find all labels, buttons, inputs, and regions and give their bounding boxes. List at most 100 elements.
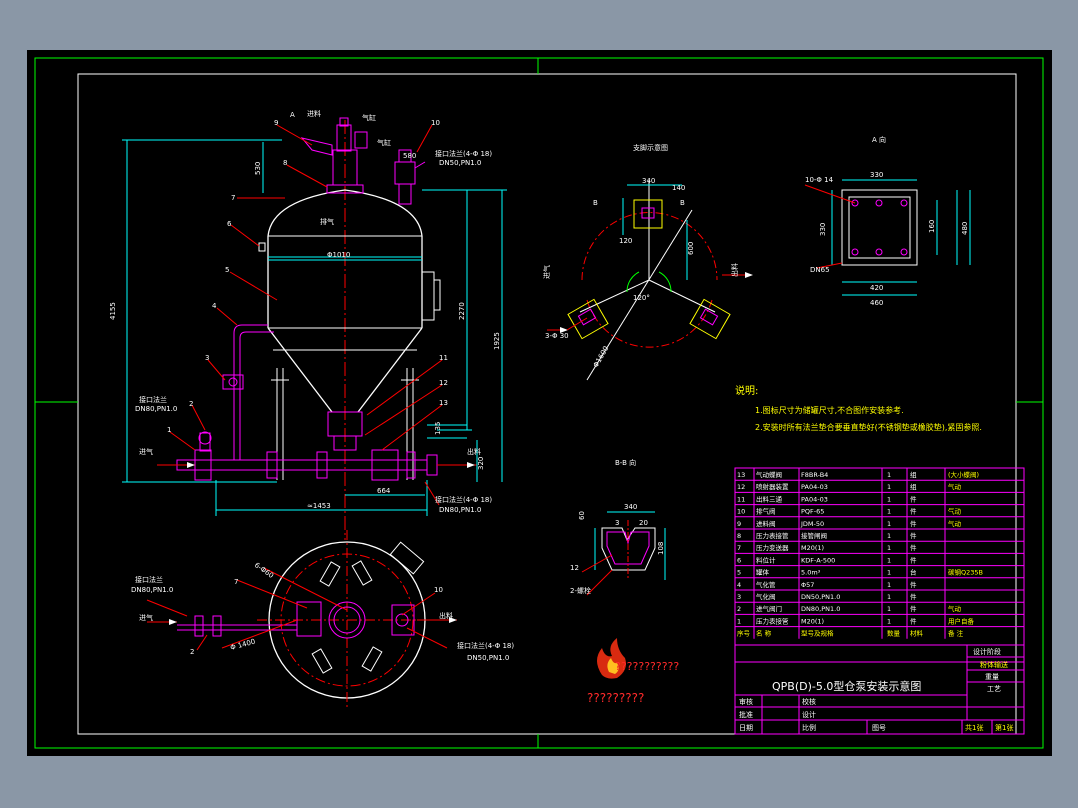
- label-vent: 排气: [320, 217, 334, 226]
- support-dim-340: 340: [642, 177, 655, 185]
- support-holes: 3-Φ 30: [545, 332, 569, 340]
- label-interface-left-spec: DN80,PN1.0: [135, 405, 177, 413]
- label-height-4: 135: [434, 422, 442, 435]
- bom-cell: 气动蝶阀: [756, 470, 782, 479]
- detail-view-a: [804, 179, 971, 296]
- section-view-bb: [581, 511, 666, 596]
- section-d60: 60: [578, 511, 586, 520]
- bom-cell: F8BR-B4: [801, 471, 828, 479]
- bom-cell: 压力表接管: [756, 616, 789, 625]
- bom-cell: 6: [737, 556, 741, 564]
- label-height-2: 1925: [493, 332, 501, 350]
- title-company: 粉体输送: [980, 660, 1008, 669]
- label-height-3: 530: [254, 162, 262, 175]
- bom-cell: 10: [737, 508, 745, 516]
- section-title: B-B 向: [615, 458, 636, 467]
- balloon-12: 12: [439, 379, 448, 387]
- bom-cell: 12: [737, 483, 745, 491]
- balloon-4: 4: [212, 302, 217, 310]
- bom-cell: 件: [910, 507, 917, 516]
- bom-cell: M20(1): [801, 544, 824, 552]
- title-design: 设计: [802, 710, 816, 719]
- title-approve: 批准: [739, 710, 753, 719]
- bom-cell: 气动: [948, 604, 962, 613]
- drawing-canvas: A 进料 气缸 气缸 Φ1010 4155 2270 1925 530 135 …: [34, 57, 1044, 749]
- bom-cell: 罐体: [756, 568, 770, 577]
- bom-cell: 7: [737, 544, 741, 552]
- label-interface-right-top-spec: DN50,PN1.0: [439, 159, 481, 167]
- section-d108: 108: [657, 542, 665, 555]
- balloon-10: 10: [431, 119, 440, 127]
- bom-header-cell: 材料: [910, 629, 924, 638]
- bom-cell: 喷射器装置: [756, 482, 789, 491]
- main-view-balloons: 1 2 3 4 5 6 7 8 9 10 11 12 13: [167, 119, 448, 434]
- bom-cell: 进气阀门: [756, 604, 782, 613]
- bom-cell: 料位计: [756, 555, 776, 564]
- bom-cell: 件: [910, 555, 917, 564]
- detail-d330: 330: [870, 171, 883, 179]
- bom-cell: 11: [737, 495, 745, 503]
- outer-frame: [34, 57, 1044, 749]
- title-sheet-no: 第1张: [995, 723, 1013, 732]
- bom-cell: 台: [910, 568, 917, 577]
- title-process: 工艺: [987, 685, 1001, 693]
- plan-pcd: Φ 1400: [229, 638, 256, 652]
- bom-cell: 1: [887, 508, 891, 516]
- detail-d480: 480: [961, 222, 969, 235]
- plan-interface-left: 接口法兰: [135, 575, 163, 584]
- section-d20: 20: [639, 519, 648, 527]
- bom-cell: 1: [887, 556, 891, 564]
- bom-cell: 气化管: [756, 580, 776, 589]
- bom-cell: 进料阀: [756, 519, 776, 528]
- bom-grid: [735, 468, 1024, 639]
- detail-d330v: 330: [819, 223, 827, 236]
- cad-viewport[interactable]: A 进料 气缸 气缸 Φ1010 4155 2270 1925 530 135 …: [27, 50, 1052, 756]
- support-title: 支脚示意图: [633, 143, 668, 152]
- plan-part-7: 7: [234, 578, 238, 586]
- bom-cell: M20(1): [801, 617, 824, 625]
- inner-frame: [77, 73, 1017, 735]
- bom-cell: 4: [737, 581, 741, 589]
- bom-cell: 压力表接管: [756, 531, 789, 540]
- support-dim-600: 600: [687, 242, 695, 255]
- bom-cell: 1: [887, 617, 891, 625]
- bom-cell: 出料三通: [756, 494, 783, 503]
- bom-cell: JDM-50: [800, 520, 824, 528]
- label-feed: 进料: [307, 109, 321, 118]
- label-height-1: 2270: [458, 302, 466, 320]
- label-inlet-a: A: [290, 111, 295, 119]
- bom-cell: 1: [737, 617, 741, 625]
- title-drawing-no: 图号: [872, 724, 886, 732]
- label-overall-height: 4155: [109, 302, 117, 320]
- bom-header-cell: 备 注: [948, 629, 964, 638]
- support-b: B: [593, 199, 598, 207]
- section-view-labels: B-B 向 340 60 108 20 3 12 2-螺栓: [570, 458, 665, 595]
- bom-header-cell: 数量: [887, 629, 901, 638]
- label-inlet-air: 进气: [139, 447, 153, 456]
- main-view-labels: A 进料 气缸 气缸 Φ1010 4155 2270 1925 530 135 …: [109, 109, 501, 514]
- detail-view-labels: A 向 330 460 420 480 160 330 10-Φ 14 DN65: [805, 135, 969, 307]
- label-gas-right: 气缸: [377, 138, 391, 147]
- detail-title: A 向: [872, 135, 886, 144]
- label-height-5: 320: [477, 457, 485, 470]
- bom-cell: 1: [887, 605, 891, 613]
- bom-cell: 气化阀: [756, 592, 776, 601]
- plan-interface-bottom-spec: DN50,PN1.0: [467, 654, 509, 662]
- plan-interface-bottom: 接口法兰(4-Φ 18): [457, 641, 514, 650]
- bom-cell: 5: [737, 569, 741, 577]
- title-check: 校核: [802, 697, 816, 706]
- bom-cell: 件: [910, 604, 917, 613]
- bom-cell: 2: [737, 605, 741, 613]
- support-b2: B: [680, 199, 685, 207]
- bom-cell: PQF-65: [801, 508, 824, 516]
- bom-cell: 1: [887, 581, 891, 589]
- label-width-bottom: ≈1453: [307, 502, 331, 510]
- label-width-bottom-2: 664: [377, 487, 391, 495]
- bom-cell: 压力变送器: [756, 543, 789, 552]
- bom-cell: DN50,PN1.0: [801, 593, 840, 601]
- balloon-13: 13: [439, 399, 448, 407]
- support-outlet: 出料: [730, 263, 739, 277]
- plan-part-2: 2: [190, 648, 194, 656]
- balloon-2: 2: [189, 400, 193, 408]
